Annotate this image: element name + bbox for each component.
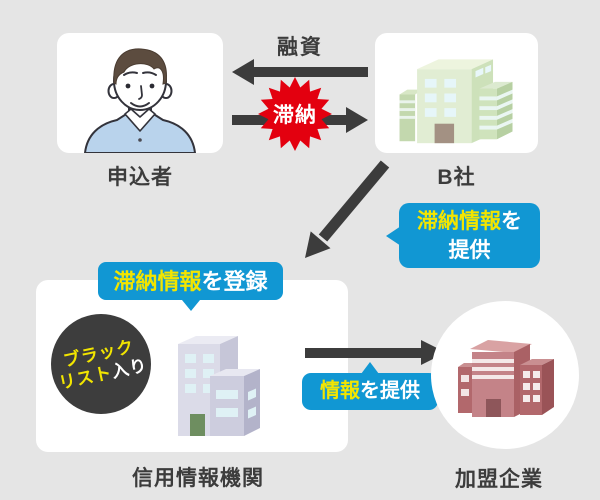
- person-icon: [84, 48, 196, 153]
- company-b-box: [375, 33, 538, 153]
- badge-rest: を提供: [360, 380, 420, 402]
- gray-office-building-icon: [178, 336, 260, 436]
- badge-line: 滞納情報を登録: [113, 267, 267, 296]
- badge-line1: 滞納情報を: [417, 207, 522, 236]
- red-office-building-icon: [458, 340, 554, 417]
- delinquency-starburst-badge: 滞納: [255, 74, 335, 154]
- person-hair: [113, 48, 167, 85]
- badge-highlight: 情報: [320, 380, 360, 402]
- badge-line: 情報を提供: [320, 377, 420, 406]
- badge-particle: を: [501, 209, 522, 233]
- building-door: [434, 123, 455, 144]
- badge-highlight: 滞納情報: [417, 209, 501, 233]
- green-office-building-icon: [399, 59, 513, 144]
- delinquency-label: 滞納: [273, 104, 317, 127]
- building-door: [486, 399, 501, 417]
- starburst-icon: [258, 77, 332, 151]
- blacklist-text: ブラック リスト入り: [53, 334, 150, 394]
- register-delinquency-badge: 滞納情報を登録: [98, 262, 283, 311]
- badge-highlight: 滞納情報: [113, 268, 202, 294]
- loan-arrow-icon: [232, 59, 368, 85]
- credit-agency-label: 信用情報機関: [132, 467, 264, 490]
- company-b-label: B社: [437, 166, 476, 189]
- blacklist-badge: ブラック リスト入り: [51, 314, 151, 414]
- report-arrow-icon: [305, 160, 390, 258]
- loan-arrow-label: 融資: [277, 36, 323, 59]
- provide-delinquency-badge: 滞納情報を 提供: [386, 203, 540, 268]
- building-door: [190, 414, 205, 436]
- provide-info-badge: 情報を提供: [302, 362, 438, 410]
- member-companies-label: 加盟企業: [455, 468, 543, 491]
- applicant-box: [57, 33, 223, 153]
- badge-rest: を登録: [201, 268, 268, 294]
- badge-line2: 提供: [448, 238, 491, 262]
- applicant-label: 申込者: [107, 166, 173, 189]
